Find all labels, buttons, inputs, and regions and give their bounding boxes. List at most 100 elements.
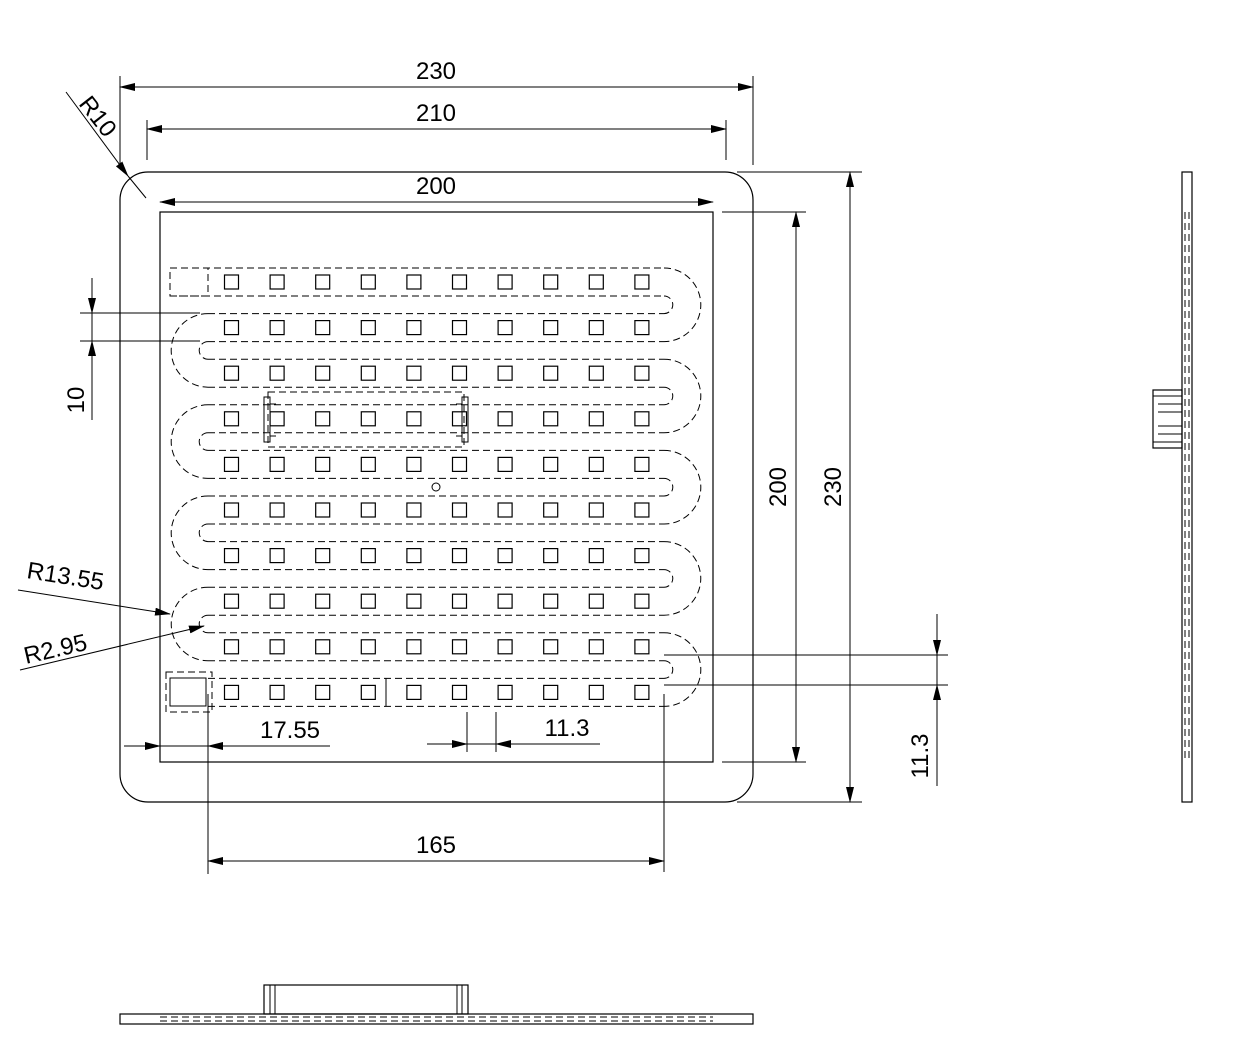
square-hole <box>588 274 604 290</box>
channel-bend-inner <box>663 660 674 679</box>
square-hole <box>360 547 376 564</box>
square-hole <box>269 274 285 290</box>
dim-channel-span: 165 <box>416 832 456 859</box>
square-hole <box>451 411 468 427</box>
front-view <box>119 171 754 874</box>
square-hole <box>223 547 240 564</box>
square-hole <box>223 365 240 381</box>
square-hole <box>223 502 240 518</box>
square-hole <box>634 502 650 518</box>
square-hole <box>634 684 650 701</box>
square-hole <box>543 639 559 655</box>
center-mark <box>431 482 441 492</box>
square-hole <box>315 456 331 472</box>
square-hole <box>223 274 240 290</box>
square-hole <box>451 456 468 472</box>
square-hole <box>360 274 376 290</box>
square-hole <box>269 684 285 701</box>
channel-bend-outer <box>170 313 209 388</box>
square-hole <box>223 593 240 609</box>
square-hole <box>451 639 468 655</box>
square-hole <box>315 320 331 336</box>
square-hole <box>269 320 285 336</box>
square-hole <box>315 502 331 518</box>
square-hole <box>451 547 468 564</box>
square-hole <box>634 411 650 427</box>
square-hole <box>588 456 604 472</box>
square-hole <box>360 320 376 336</box>
square-hole <box>497 547 513 564</box>
dim-inner-height: 200 <box>765 467 792 507</box>
bottom-view <box>119 984 754 1025</box>
square-hole <box>588 320 604 336</box>
square-hole <box>588 593 604 609</box>
dim-inner-width: 200 <box>416 173 456 200</box>
square-hole <box>543 547 559 564</box>
channel-bend-inner <box>663 386 674 406</box>
square-hole <box>269 639 285 655</box>
square-hole <box>543 320 559 336</box>
square-hole <box>360 502 376 518</box>
square-hole <box>497 411 513 427</box>
square-hole <box>269 365 285 381</box>
square-hole <box>223 320 240 336</box>
dim-corner-radius: R10 <box>73 91 121 142</box>
square-hole <box>497 365 513 381</box>
square-hole <box>315 365 331 381</box>
square-hole <box>588 365 604 381</box>
square-hole <box>406 684 422 701</box>
channel-bend-inner <box>198 432 209 451</box>
dimension-lines: 230 210 200 R10 10 R13.55 R2.95 17. <box>17 58 948 872</box>
square-hole <box>588 639 604 655</box>
square-hole <box>543 456 559 472</box>
square-hole <box>406 593 422 609</box>
square-hole <box>543 684 559 701</box>
square-hole <box>406 547 422 564</box>
square-hole <box>360 684 376 701</box>
square-hole <box>451 365 468 381</box>
square-hole <box>634 274 650 290</box>
square-hole <box>634 547 650 564</box>
square-hole <box>315 411 331 427</box>
square-hole <box>543 365 559 381</box>
square-hole <box>269 456 285 472</box>
dim-pitch-vertical: 10 <box>63 387 90 414</box>
square-hole <box>223 639 240 655</box>
hole-grid <box>223 274 650 701</box>
square-hole <box>543 274 559 290</box>
square-hole <box>269 593 285 609</box>
square-hole <box>451 274 468 290</box>
connector-outline <box>263 391 469 448</box>
dim-hole-pitch-horizontal: 11.3 <box>545 715 590 742</box>
square-hole <box>406 456 422 472</box>
outer-plate-outline <box>119 171 754 803</box>
dim-overall-height: 230 <box>820 467 847 507</box>
square-hole <box>406 411 422 427</box>
channel-bend-inner <box>663 295 674 315</box>
square-hole <box>497 274 513 290</box>
square-hole <box>269 411 285 427</box>
channel-bend-inner <box>663 569 674 588</box>
square-hole <box>634 639 650 655</box>
channel-bend-outer <box>663 541 702 616</box>
square-hole <box>315 274 331 290</box>
square-hole <box>315 547 331 564</box>
square-hole <box>588 547 604 564</box>
outlet-port-inner <box>169 677 207 707</box>
square-hole <box>406 274 422 290</box>
square-hole <box>315 639 331 655</box>
square-hole <box>360 456 376 472</box>
channel-bend-inner <box>198 614 209 634</box>
square-hole <box>315 684 331 701</box>
square-hole <box>269 502 285 518</box>
square-hole <box>497 593 513 609</box>
serpentine-channel <box>170 267 702 874</box>
square-hole <box>223 456 240 472</box>
square-hole <box>451 502 468 518</box>
square-hole <box>360 593 376 609</box>
side-view <box>1152 171 1193 803</box>
inner-plate-outline <box>159 211 714 763</box>
square-hole <box>497 456 513 472</box>
square-hole <box>634 320 650 336</box>
square-hole <box>634 593 650 609</box>
